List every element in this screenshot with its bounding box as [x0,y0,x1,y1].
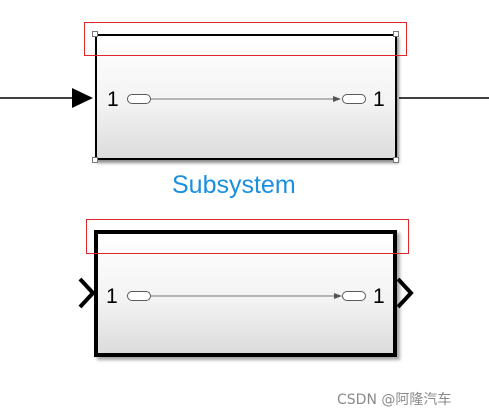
out-port-number-top: 1 [373,88,385,111]
resize-handle-bottom-left[interactable] [92,157,98,163]
out-port-number-bottom: 1 [373,285,385,308]
input-arrow-icon [72,88,93,108]
in-port-number-bottom: 1 [106,285,118,308]
block-name-label[interactable]: Subsystem [172,171,296,199]
resize-handle-top-right[interactable] [393,31,399,37]
resize-handle-top-left[interactable] [92,31,98,37]
internal-connection-line-bottom [151,293,342,299]
resize-handle-bottom-right[interactable] [393,157,399,163]
inport-icon-bottom [127,291,151,301]
outport-icon-bottom [342,291,366,301]
highlight-rectangle-top [84,22,407,56]
outport-icon [342,94,366,104]
inport-icon [127,94,151,104]
in-port-number-top: 1 [107,88,119,111]
internal-connection-line-top [151,96,341,102]
highlight-rectangle-bottom [86,219,409,254]
watermark-text: CSDN @阿隆汽车 [337,392,452,408]
subsystem-block-bottom[interactable]: 1 1 [94,230,397,357]
output-port-chevron-icon [396,277,414,309]
